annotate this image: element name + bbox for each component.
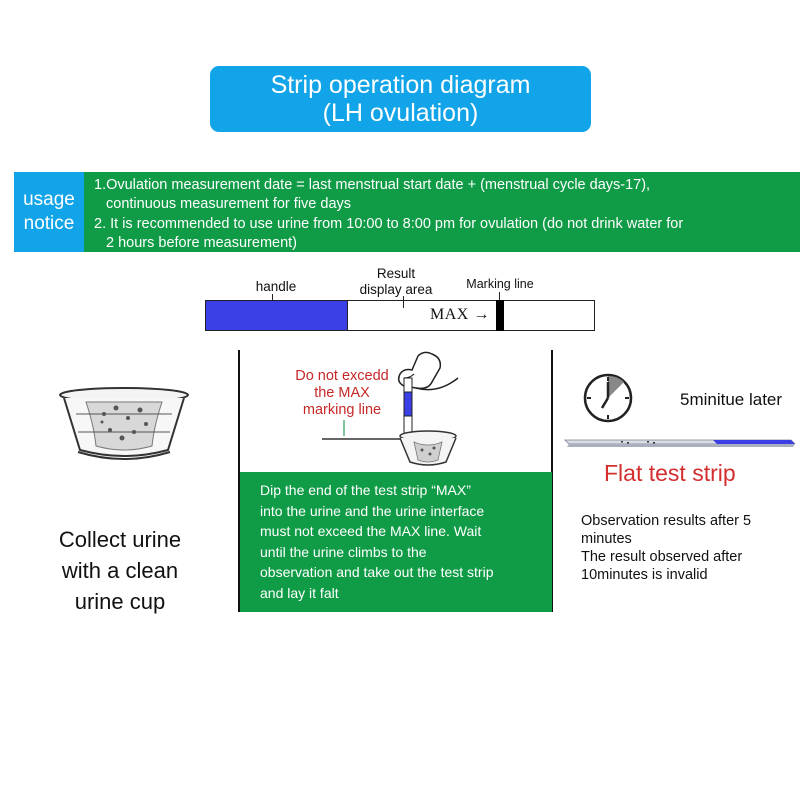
collect-caption-line-2: with a clean — [40, 555, 200, 586]
notice-item-1-line-1: 1.Ovulation measurement date = last mens… — [94, 176, 792, 195]
title-line-1: Strip operation diagram — [210, 71, 591, 99]
collect-caption-line-1: Collect urine — [40, 524, 200, 555]
strip-result-label-line-1: Result — [348, 266, 444, 281]
flat-test-strip-icon — [563, 432, 795, 452]
five-minutes-later-label: 5minitue later — [680, 390, 782, 410]
notice-item-1-line-2: continuous measurement for five days — [94, 195, 792, 214]
instruction-line: observation and take out the test strip — [260, 562, 542, 583]
strip-handle-area — [206, 301, 347, 330]
usage-notice-label: usage notice — [14, 172, 84, 252]
instruction-line: Dip the end of the test strip “MAX” — [260, 480, 542, 501]
observation-line-3: The result observed after — [581, 548, 796, 566]
instruction-line: into the urine and the urine interface — [260, 501, 542, 522]
handle-leader-line — [272, 294, 273, 301]
usage-notice-label-line-2: notice — [14, 212, 84, 236]
urine-cup-icon — [56, 386, 192, 466]
max-arrow-icon: → — [473, 306, 490, 323]
instruction-line: until the urine climbs to the — [260, 542, 542, 563]
usage-notice-label-line-1: usage — [14, 188, 84, 212]
dip-instruction-box: Dip the end of the test strip “MAX” into… — [240, 472, 552, 612]
collect-urine-caption: Collect urine with a clean urine cup — [40, 524, 200, 617]
diagram-title-banner: Strip operation diagram (LH ovulation) — [210, 66, 591, 132]
result-leader-line — [403, 296, 404, 308]
collect-caption-line-3: urine cup — [40, 586, 200, 617]
usage-notice-body: 1.Ovulation measurement date = last mens… — [84, 172, 800, 252]
hand-dipping-strip-icon — [320, 348, 470, 470]
clock-icon — [582, 372, 634, 424]
marking-leader-line — [499, 292, 500, 300]
observation-line-2: minutes — [581, 530, 796, 548]
strip-handle-label: handle — [246, 279, 306, 294]
strip-marking-line-label: Marking line — [458, 277, 542, 292]
notice-item-2-line-2: 2 hours before measurement) — [94, 234, 792, 253]
observation-line-1: Observation results after 5 — [581, 512, 796, 530]
strip-marking-line — [496, 300, 504, 331]
notice-item-2-line-1: 2. It is recommended to use urine from 1… — [94, 215, 792, 234]
title-line-2: (LH ovulation) — [210, 99, 591, 127]
strip-result-label-line-2: display area — [348, 282, 444, 297]
instruction-line: and lay it falt — [260, 583, 542, 604]
observation-line-4: 10minutes is invalid — [581, 566, 796, 584]
max-text: MAX — [430, 306, 469, 323]
flat-test-strip-label: Flat test strip — [604, 460, 736, 487]
strip-divider — [347, 300, 348, 331]
observation-note: Observation results after 5 minutes The … — [581, 512, 796, 584]
strip-max-label: MAX → — [430, 306, 490, 324]
instruction-line: must not exceed the MAX line. Wait — [260, 521, 542, 542]
